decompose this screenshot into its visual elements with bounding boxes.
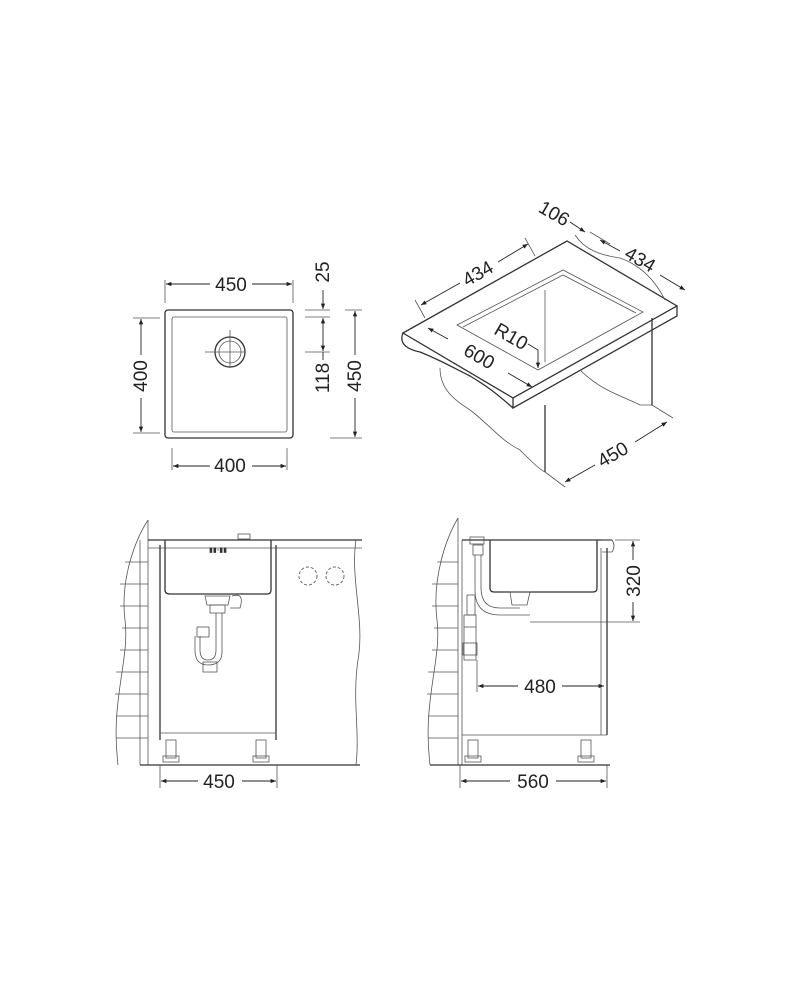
front-view: ▮▮◦▮▮ 450 [115, 519, 362, 793]
isometric-view: 434 106 434 600 R10 450 [401, 197, 686, 488]
dim-label: 434 [459, 257, 497, 291]
brick-wall [427, 517, 463, 766]
top-view: 450 400 400 25 118 [131, 261, 366, 477]
dim-top-width: 450 [164, 275, 294, 303]
dim-434-right: 434 [589, 231, 686, 291]
dim-bottom-width: 400 [171, 448, 288, 477]
sink-bowl [489, 540, 598, 593]
sink-outer-outline [164, 309, 294, 439]
overflow-icon: ▮▮◦▮▮ [209, 547, 227, 554]
dim-front-width: 450 [159, 765, 278, 793]
cabinet-legs [464, 739, 595, 763]
dim-106: 106 [535, 197, 586, 233]
bowl-inner-outline [171, 316, 288, 433]
dim-label: 450 [594, 438, 632, 472]
drain-icon [205, 330, 246, 368]
dim-drain-distance: 480 [476, 660, 604, 698]
dim-434-left: 434 [414, 237, 536, 319]
trap-icon [194, 594, 242, 673]
cabinet-wavy-edge [439, 367, 546, 473]
dim-label: 560 [517, 772, 549, 793]
dim-label: 434 [621, 243, 659, 277]
dim-label: 106 [535, 197, 573, 231]
dim-radius: R10 [490, 319, 541, 368]
dim-label: 320 [624, 565, 645, 597]
dim-right-depth: 450 [330, 309, 366, 439]
sink-opening [456, 269, 644, 371]
worktop-wavy-edge [401, 332, 514, 409]
dim-cabinet-depth: 560 [459, 765, 608, 793]
sink-bowl [164, 540, 272, 595]
dim-left-depth: 400 [131, 317, 160, 434]
dim-450-cabinet: 450 [544, 404, 674, 488]
dim-label: 480 [524, 677, 556, 698]
dim-label: 118 [313, 363, 334, 393]
dim-bowl-depth: 320 [530, 539, 645, 623]
dim-label: 25 [313, 261, 334, 282]
dim-label: 450 [203, 772, 235, 793]
dim-label: 400 [131, 360, 152, 392]
dim-label: 600 [460, 340, 498, 374]
side-view: 320 480 560 [427, 517, 645, 793]
dim-rim-and-drain: 25 118 [305, 261, 334, 393]
dim-label: 450 [345, 360, 366, 392]
dim-label: R10 [490, 319, 531, 355]
pipe-outlet-icon [325, 566, 345, 586]
brick-wall [115, 519, 149, 766]
dim-label: 450 [215, 275, 247, 296]
cabinet-legs [162, 739, 270, 763]
dim-label: 400 [214, 456, 246, 477]
drain-pipework-icon [462, 536, 531, 661]
pipe-outlet-icon [298, 566, 318, 586]
